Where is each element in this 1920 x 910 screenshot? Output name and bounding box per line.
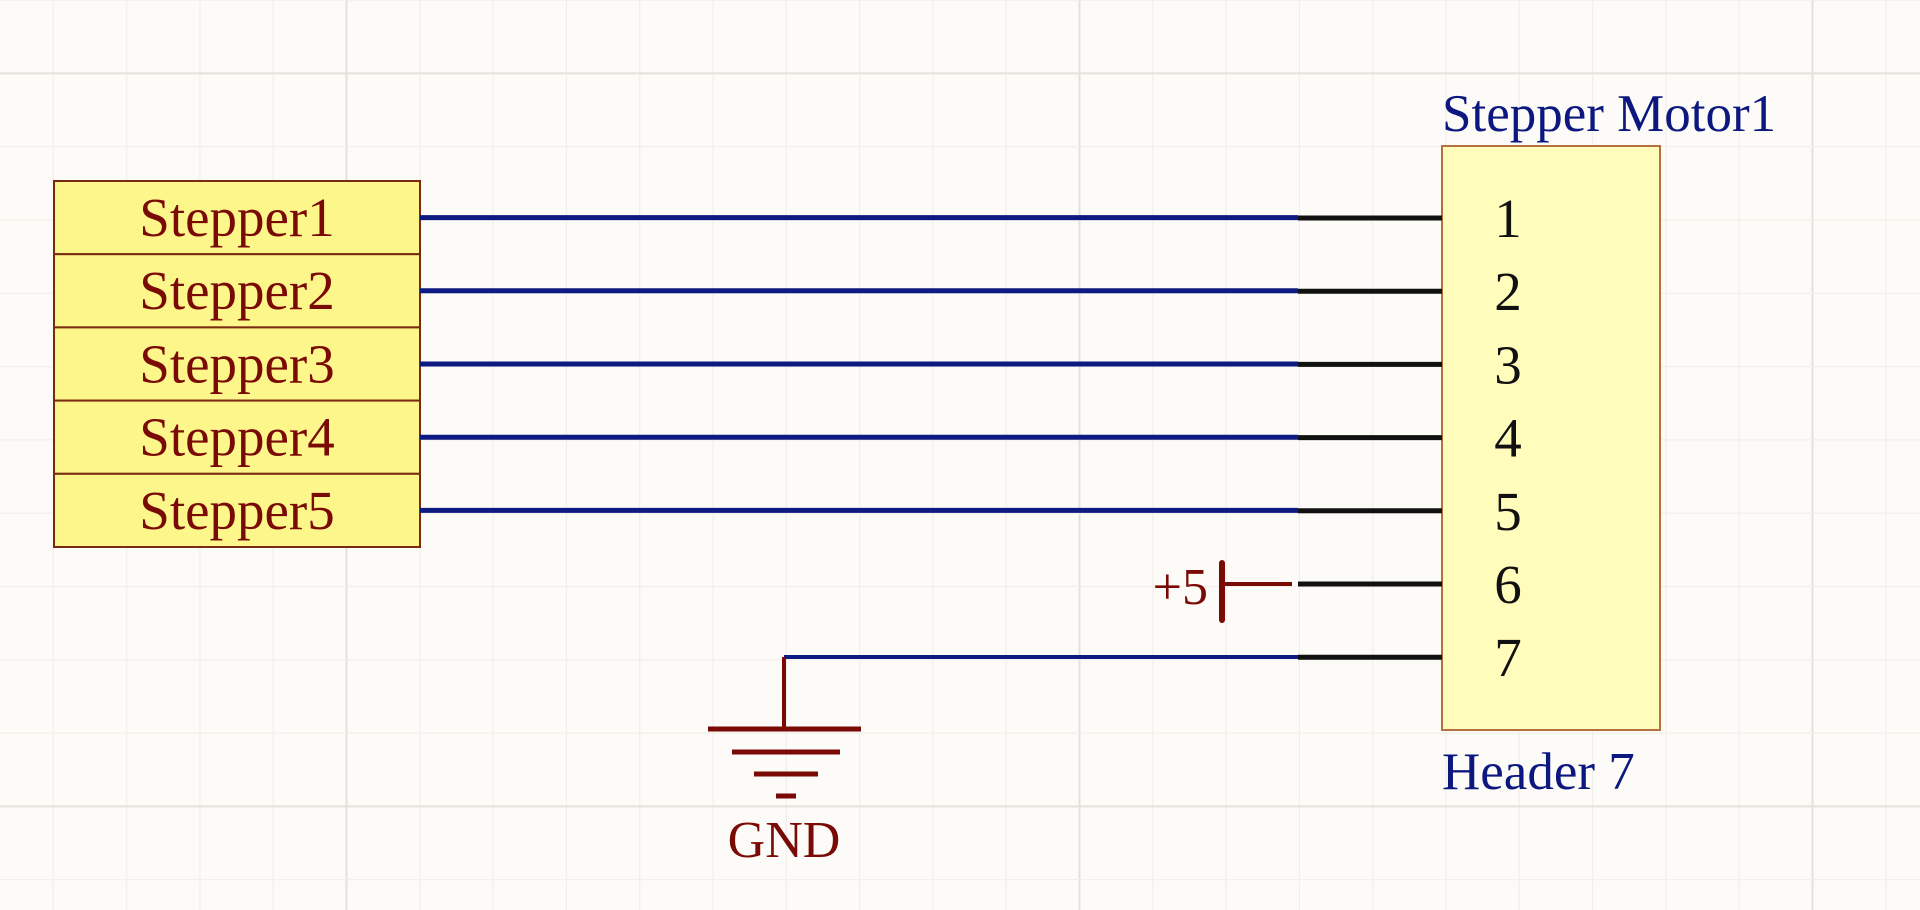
component-designator[interactable]: Stepper Motor1 [1442, 85, 1776, 143]
port-label: Stepper4 [139, 407, 335, 468]
port-label: Stepper5 [139, 480, 335, 541]
pin-number: 2 [1494, 261, 1522, 322]
port-stepper1[interactable]: Stepper1 [53, 180, 421, 256]
port-stepper2[interactable]: Stepper2 [53, 253, 421, 329]
component-body[interactable] [1441, 145, 1661, 731]
pin-number: 1 [1494, 188, 1522, 249]
port-stepper3[interactable]: Stepper3 [53, 326, 421, 402]
wires [420, 215, 1298, 513]
power-port-5v[interactable]: +5 [1153, 559, 1292, 623]
pin-number: 3 [1494, 334, 1522, 395]
port-body[interactable] [53, 472, 421, 548]
port-label: Stepper2 [139, 260, 335, 321]
port-body[interactable] [53, 180, 421, 256]
gnd-label: GND [728, 812, 841, 869]
pin-number: 5 [1494, 481, 1522, 542]
port-body[interactable] [53, 326, 421, 402]
port-body[interactable] [53, 399, 421, 475]
port-label: Stepper3 [139, 333, 335, 394]
pin-number: 7 [1494, 627, 1522, 688]
component-header[interactable]: Stepper Motor1 Header 7 1 2 3 4 5 6 7 [1298, 85, 1776, 801]
component-comment[interactable]: Header 7 [1442, 743, 1635, 801]
component-pins: 1 2 3 4 5 6 7 [1298, 188, 1522, 688]
pin-number: 6 [1494, 554, 1522, 615]
port-stepper4[interactable]: Stepper4 [53, 399, 421, 475]
port-label: Stepper1 [139, 187, 335, 248]
pin-number: 4 [1494, 408, 1522, 469]
ground-port[interactable]: GND [708, 655, 1298, 869]
port-stepper5[interactable]: Stepper5 [53, 472, 421, 548]
power-port-label: +5 [1153, 559, 1208, 616]
